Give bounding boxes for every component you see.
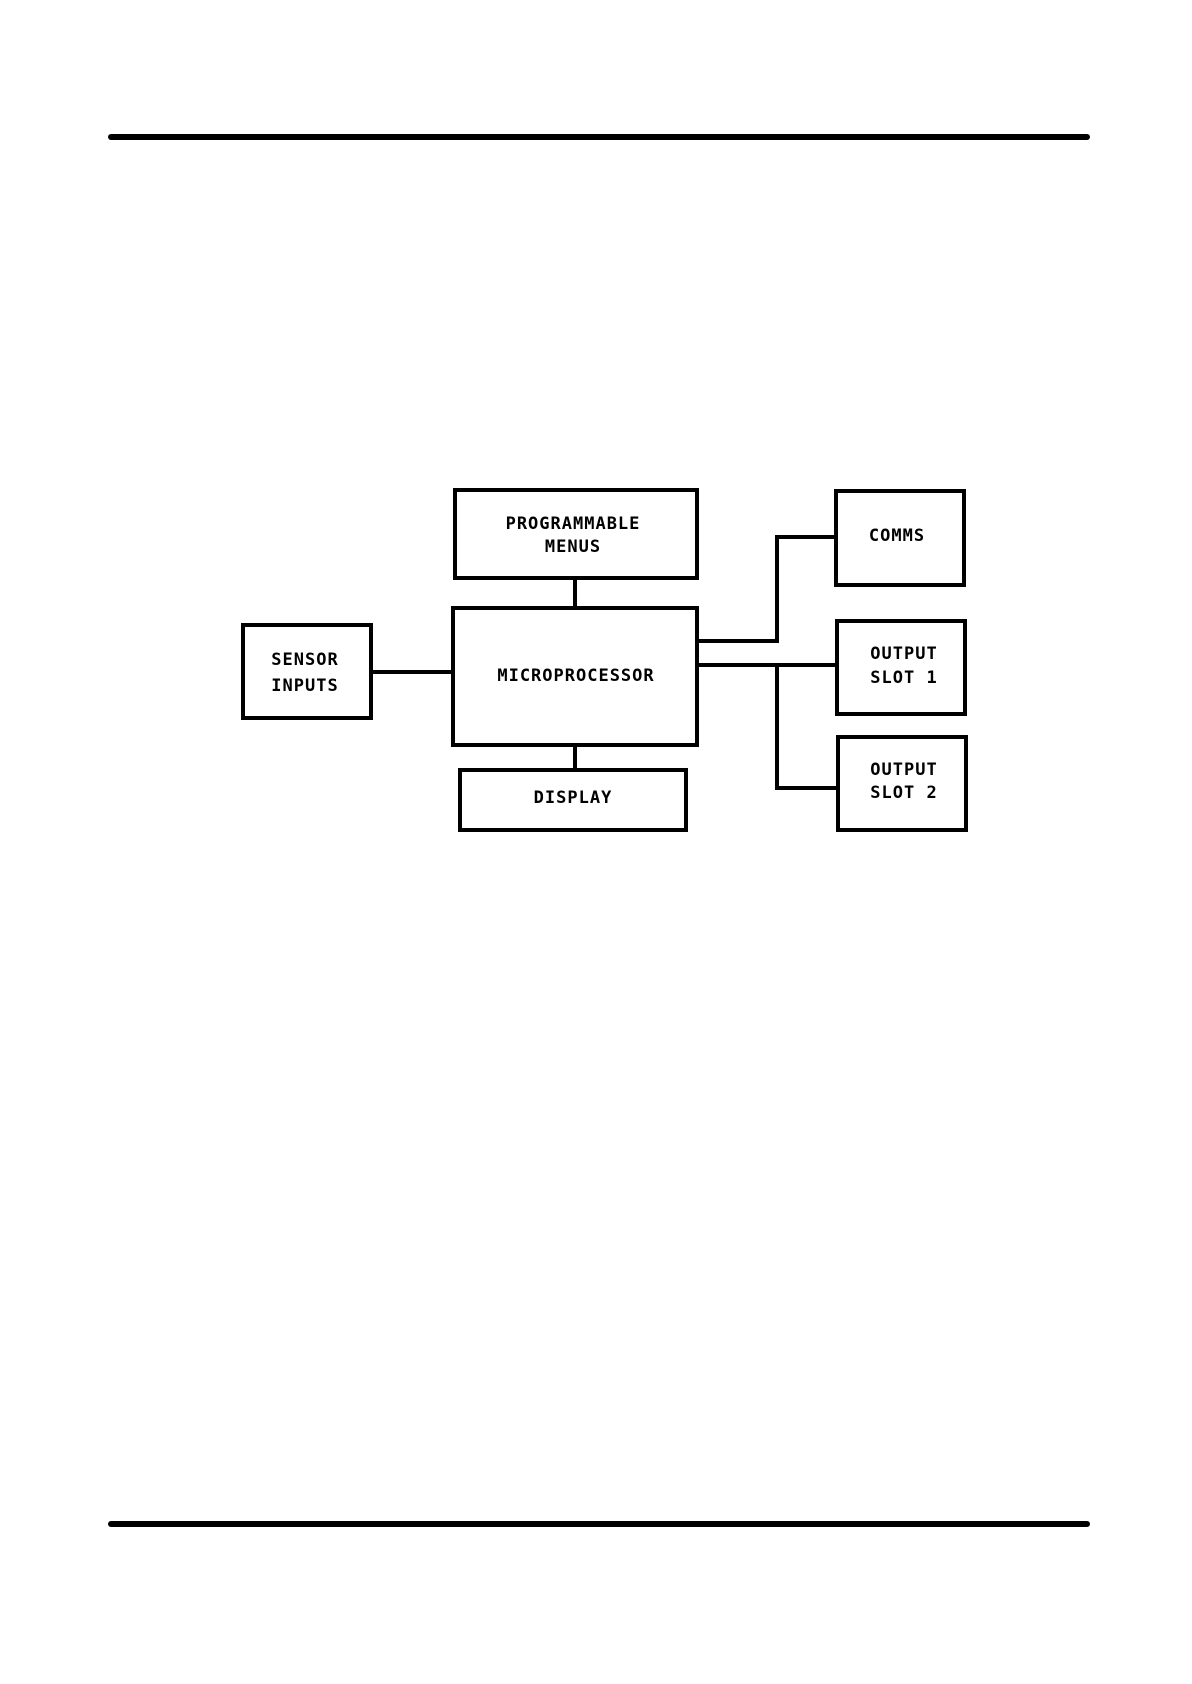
block-comms: COMMS <box>836 491 964 585</box>
block-microprocessor-line1: MICROPROCESSOR <box>497 666 654 686</box>
block-sensor-inputs-line1: SENSOR <box>271 650 338 670</box>
block-display-line1: DISPLAY <box>534 788 613 808</box>
block-sensor-inputs-line2: INPUTS <box>271 676 338 696</box>
connector-micro-comms <box>697 537 836 641</box>
block-output-slot-2-line1: OUTPUT <box>870 760 937 780</box>
block-programmable-menus-line2: MENUS <box>545 537 601 557</box>
block-programmable-menus: PROGRAMMABLE MENUS <box>455 490 697 578</box>
connector-bus-output2 <box>777 665 838 788</box>
block-sensor-inputs: SENSOR INPUTS <box>243 625 371 718</box>
block-output-slot-1: OUTPUT SLOT 1 <box>837 621 965 714</box>
block-comms-line1: COMMS <box>869 526 925 546</box>
block-programmable-menus-line1: PROGRAMMABLE <box>506 514 641 534</box>
block-output-slot-1-line2: SLOT 1 <box>870 668 937 688</box>
block-microprocessor: MICROPROCESSOR <box>453 608 697 745</box>
block-output-slot-2: OUTPUT SLOT 2 <box>838 737 966 830</box>
block-output-slot-2-line2: SLOT 2 <box>870 783 937 803</box>
block-display: DISPLAY <box>460 770 686 830</box>
block-output-slot-1-line1: OUTPUT <box>870 644 937 664</box>
